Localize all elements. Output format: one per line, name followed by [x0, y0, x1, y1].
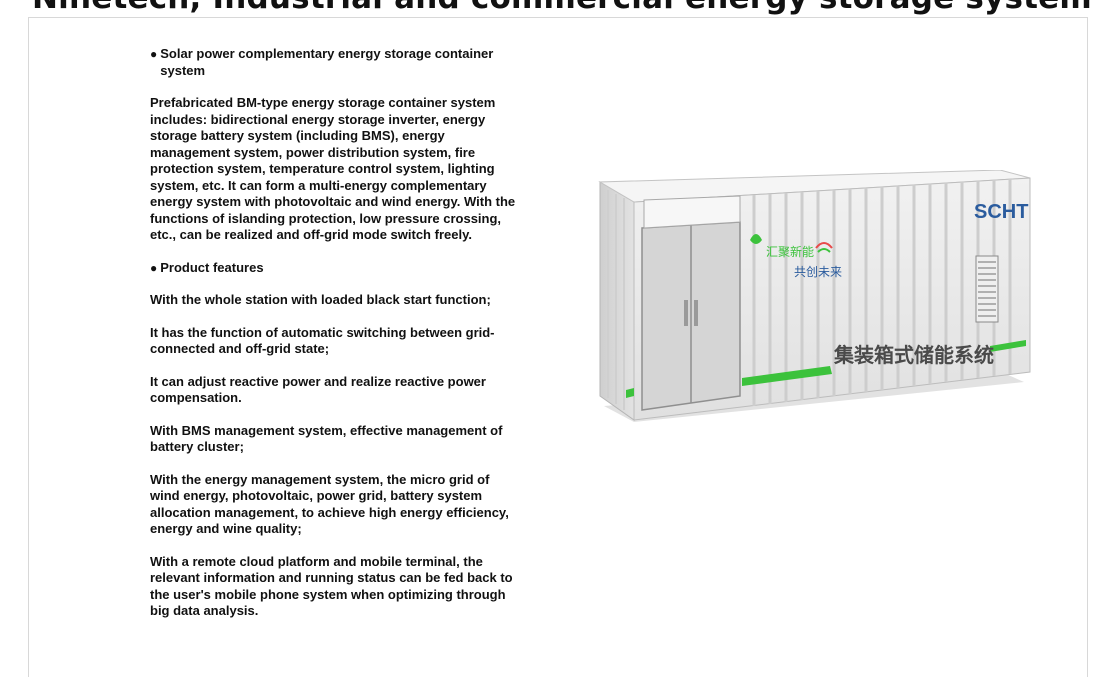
page-title: Ninetech, Industrial and commercial ener…: [32, 0, 1092, 16]
logo-text-line2: 共创未来: [794, 265, 842, 279]
feature-item: With BMS management system, effective ma…: [150, 422, 503, 455]
section-heading-text: Solar power complementary energy storage…: [160, 46, 494, 78]
text-column: ● Solar power complementary energy stora…: [150, 46, 522, 636]
ventilation-grille: [975, 255, 999, 323]
container-caption: 集装箱式储能系统: [833, 343, 994, 367]
feature-item: It has the function of automatic switchi…: [150, 324, 495, 357]
system-description: Prefabricated BM-type energy storage con…: [150, 95, 516, 242]
section-heading-solar: ● Solar power complementary energy stora…: [150, 46, 522, 79]
section-heading-text: Product features: [160, 259, 264, 275]
bullet-icon: ●: [150, 260, 158, 275]
feature-item: With the energy management system, the m…: [150, 471, 509, 537]
container-door: [641, 195, 741, 411]
logo-text-line1: 汇聚新能: [766, 244, 814, 259]
feature-item: It can adjust reactive power and realize…: [150, 373, 486, 406]
feature-item: With a remote cloud platform and mobile …: [150, 553, 513, 619]
bullet-icon: ●: [150, 47, 158, 61]
company-logo: 汇聚新能 共创未来: [750, 234, 842, 279]
section-heading-features: ● Product features: [150, 260, 522, 277]
feature-item: With the whole station with loaded black…: [150, 292, 491, 307]
energy-storage-container-image: 汇聚新能 共创未来 SCHT 集装箱式储能系统: [598, 170, 1031, 422]
brand-logo: SCHT: [974, 201, 1028, 223]
